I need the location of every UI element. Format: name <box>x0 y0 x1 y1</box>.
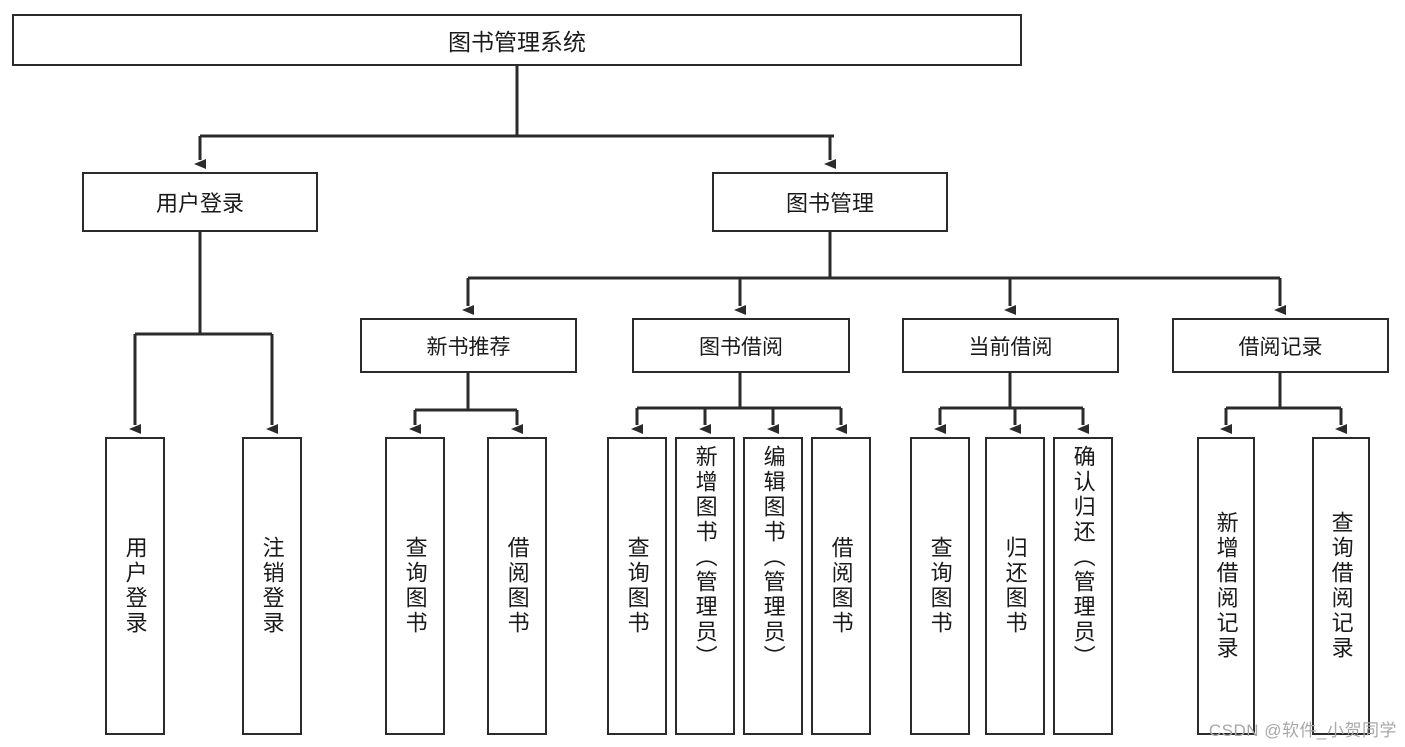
leaf-label: 用户登录 <box>122 536 148 636</box>
node-user-login-label: 用户登录 <box>155 191 244 216</box>
leaf-label: 查询图书 <box>624 536 650 636</box>
leaf-label: 借阅图书 <box>504 536 530 636</box>
node-current-borrow[interactable]: 当前借阅 <box>902 318 1119 373</box>
leaf-add-borrow-record[interactable]: 新增借阅记录 <box>1197 437 1255 735</box>
leaf-query-book-newbook[interactable]: 查询图书 <box>385 437 445 735</box>
node-book-borrow-label: 图书借阅 <box>699 335 783 359</box>
node-book-management-label: 图书管理 <box>785 191 874 216</box>
leaf-add-book-admin[interactable]: 新增图书（管理员） <box>675 437 735 735</box>
leaf-label: 新增借阅记录 <box>1213 511 1239 661</box>
node-book-management[interactable]: 图书管理 <box>712 172 948 232</box>
node-new-book-recommend[interactable]: 新书推荐 <box>360 318 577 373</box>
leaf-label: 新增图书（管理员） <box>692 445 718 670</box>
node-borrow-record[interactable]: 借阅记录 <box>1172 318 1389 373</box>
csdn-watermark: CSDN @软件_小贺同学 <box>1208 721 1397 740</box>
leaf-label: 注销登录 <box>259 536 285 636</box>
node-root-label: 图书管理系统 <box>448 29 586 55</box>
node-new-book-recommend-label: 新书推荐 <box>426 335 511 359</box>
leaf-label: 归还图书 <box>1002 536 1028 636</box>
leaf-user-login[interactable]: 用户登录 <box>105 437 165 735</box>
node-current-borrow-label: 当前借阅 <box>968 335 1053 359</box>
leaf-borrow-book-newbook[interactable]: 借阅图书 <box>487 437 547 735</box>
leaf-label: 编辑图书（管理员） <box>760 445 786 670</box>
leaf-label: 借阅图书 <box>828 536 854 636</box>
leaf-edit-book-admin[interactable]: 编辑图书（管理员） <box>743 437 803 735</box>
node-user-login[interactable]: 用户登录 <box>82 172 318 232</box>
leaf-label: 确认归还（管理员） <box>1070 445 1096 670</box>
leaf-logout[interactable]: 注销登录 <box>242 437 302 735</box>
leaf-borrow-book[interactable]: 借阅图书 <box>811 437 871 735</box>
node-root[interactable]: 图书管理系统 <box>12 14 1022 66</box>
leaf-label: 查询图书 <box>402 536 428 636</box>
leaf-return-book[interactable]: 归还图书 <box>985 437 1045 735</box>
leaf-label: 查询图书 <box>927 536 953 636</box>
leaf-confirm-return-admin[interactable]: 确认归还（管理员） <box>1053 437 1113 735</box>
leaf-query-borrow-record[interactable]: 查询借阅记录 <box>1312 437 1370 735</box>
node-book-borrow[interactable]: 图书借阅 <box>632 318 850 373</box>
leaf-label: 查询借阅记录 <box>1328 511 1354 661</box>
leaf-query-book-current[interactable]: 查询图书 <box>910 437 970 735</box>
leaf-query-book-borrow[interactable]: 查询图书 <box>607 437 667 735</box>
node-borrow-record-label: 借阅记录 <box>1238 335 1323 359</box>
